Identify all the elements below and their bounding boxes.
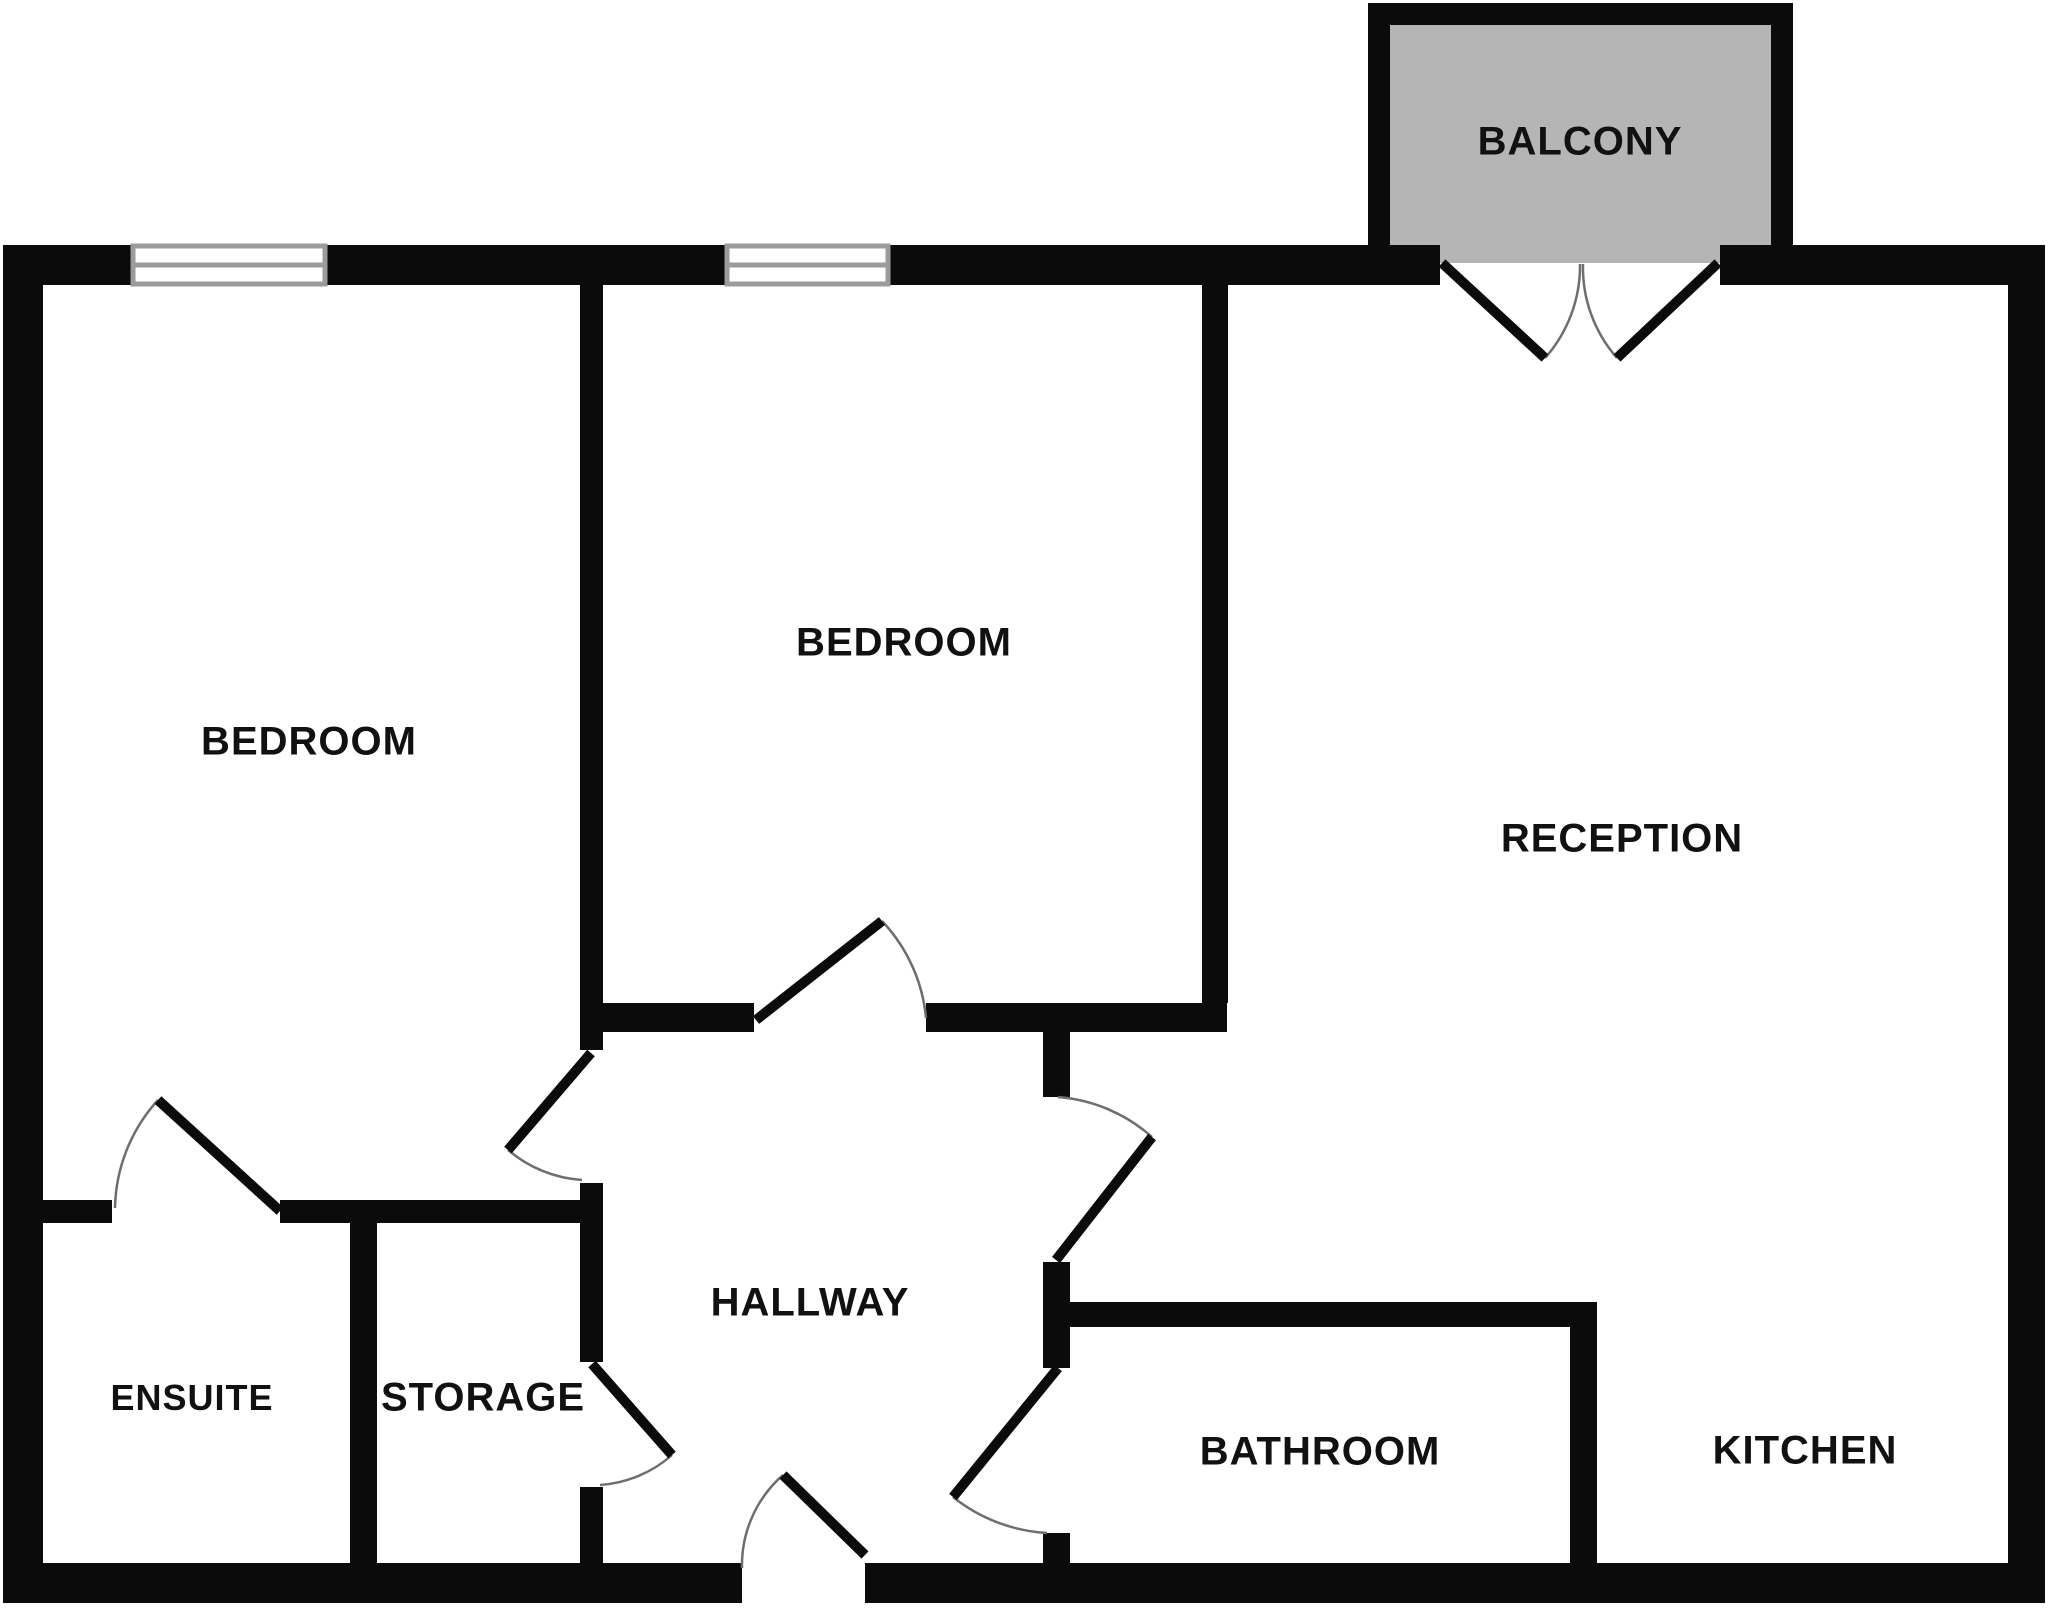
bedroom-divider-wall xyxy=(580,285,603,1050)
outer-top-wall-d xyxy=(1720,245,2045,285)
bedroom1-door-arc xyxy=(507,1149,583,1182)
outer-right-wall xyxy=(2008,245,2045,1603)
bathroom-left-wall-bottom xyxy=(1043,1533,1070,1563)
reception-door-stub-top xyxy=(1043,1032,1070,1097)
bathroom-top-wall xyxy=(1070,1302,1572,1327)
bedroom2-door xyxy=(752,917,928,1024)
room-label-bedroom-2: BEDROOM xyxy=(796,620,1012,665)
storage-right-wall-lower xyxy=(580,1487,603,1563)
ensuite-door xyxy=(113,1096,284,1215)
entrance-door-arc xyxy=(740,1474,784,1569)
ensuite-storage-top-wall xyxy=(280,1200,603,1223)
ensuite-storage-divider-wall xyxy=(350,1223,377,1563)
ensuite-top-wall-left xyxy=(43,1200,112,1223)
room-label-balcony: BALCONY xyxy=(1477,119,1683,164)
window-bedroom-2 xyxy=(724,243,891,287)
reception-door xyxy=(1052,1095,1156,1264)
outer-bottom-wall-b xyxy=(865,1563,2045,1603)
outer-left-wall xyxy=(3,245,43,1603)
outer-bottom-wall-a xyxy=(3,1563,742,1603)
reception-door-arc xyxy=(1057,1095,1153,1138)
balcony-door-right-arc xyxy=(1581,263,1618,359)
bathroom-door-leaf xyxy=(949,1364,1062,1501)
storage-right-wall-upper xyxy=(580,1183,603,1362)
storage-door xyxy=(588,1360,676,1487)
balcony-left-wall xyxy=(1368,3,1390,245)
bedroom2-door-leaf xyxy=(752,917,886,1024)
bedroom1-door xyxy=(504,1049,595,1182)
balcony-door-left xyxy=(1438,259,1582,362)
bedroom2-bottom-wall-left xyxy=(603,1003,754,1032)
outer-top-wall-b xyxy=(325,245,727,285)
ensuite-door-leaf xyxy=(154,1096,284,1215)
room-label-storage: STORAGE xyxy=(380,1375,586,1420)
balcony-door-left-leaf xyxy=(1438,259,1549,362)
balcony-top-wall xyxy=(1368,3,1793,25)
room-label-hallway: HALLWAY xyxy=(710,1280,910,1325)
outer-top-wall-c xyxy=(888,245,1440,285)
bathroom-right-wall xyxy=(1570,1302,1597,1563)
bathroom-door xyxy=(949,1364,1062,1535)
room-label-reception: RECEPTION xyxy=(1500,816,1744,861)
bedroom2-door-arc xyxy=(881,920,928,1019)
ensuite-door-arc xyxy=(113,1099,159,1209)
room-label-ensuite: ENSUITE xyxy=(110,1377,274,1418)
balcony-door-left-arc xyxy=(1544,263,1582,359)
room-label-bathroom: BATHROOM xyxy=(1199,1429,1441,1474)
storage-door-leaf xyxy=(588,1360,676,1459)
entrance-door-leaf xyxy=(779,1471,869,1559)
balcony-right-wall xyxy=(1771,3,1793,245)
entrance-door xyxy=(740,1471,869,1569)
window-bedroom-1 xyxy=(130,243,328,287)
reception-door-leaf xyxy=(1052,1133,1156,1264)
storage-door-arc xyxy=(599,1454,673,1487)
bathroom-door-arc xyxy=(952,1496,1048,1535)
balcony-door-right-leaf xyxy=(1613,259,1722,362)
room-label-bedroom-1: BEDROOM xyxy=(201,719,417,764)
bedroom2-bottom-wall-right xyxy=(926,1003,1227,1032)
bathroom-left-wall-mid xyxy=(1043,1262,1070,1368)
bedroom1-door-leaf xyxy=(504,1049,595,1154)
bedroom2-right-wall xyxy=(1202,285,1228,1003)
balcony-door-right xyxy=(1581,259,1722,362)
balcony-floor xyxy=(1390,25,1771,263)
room-label-kitchen: KITCHEN xyxy=(1712,1428,1898,1473)
